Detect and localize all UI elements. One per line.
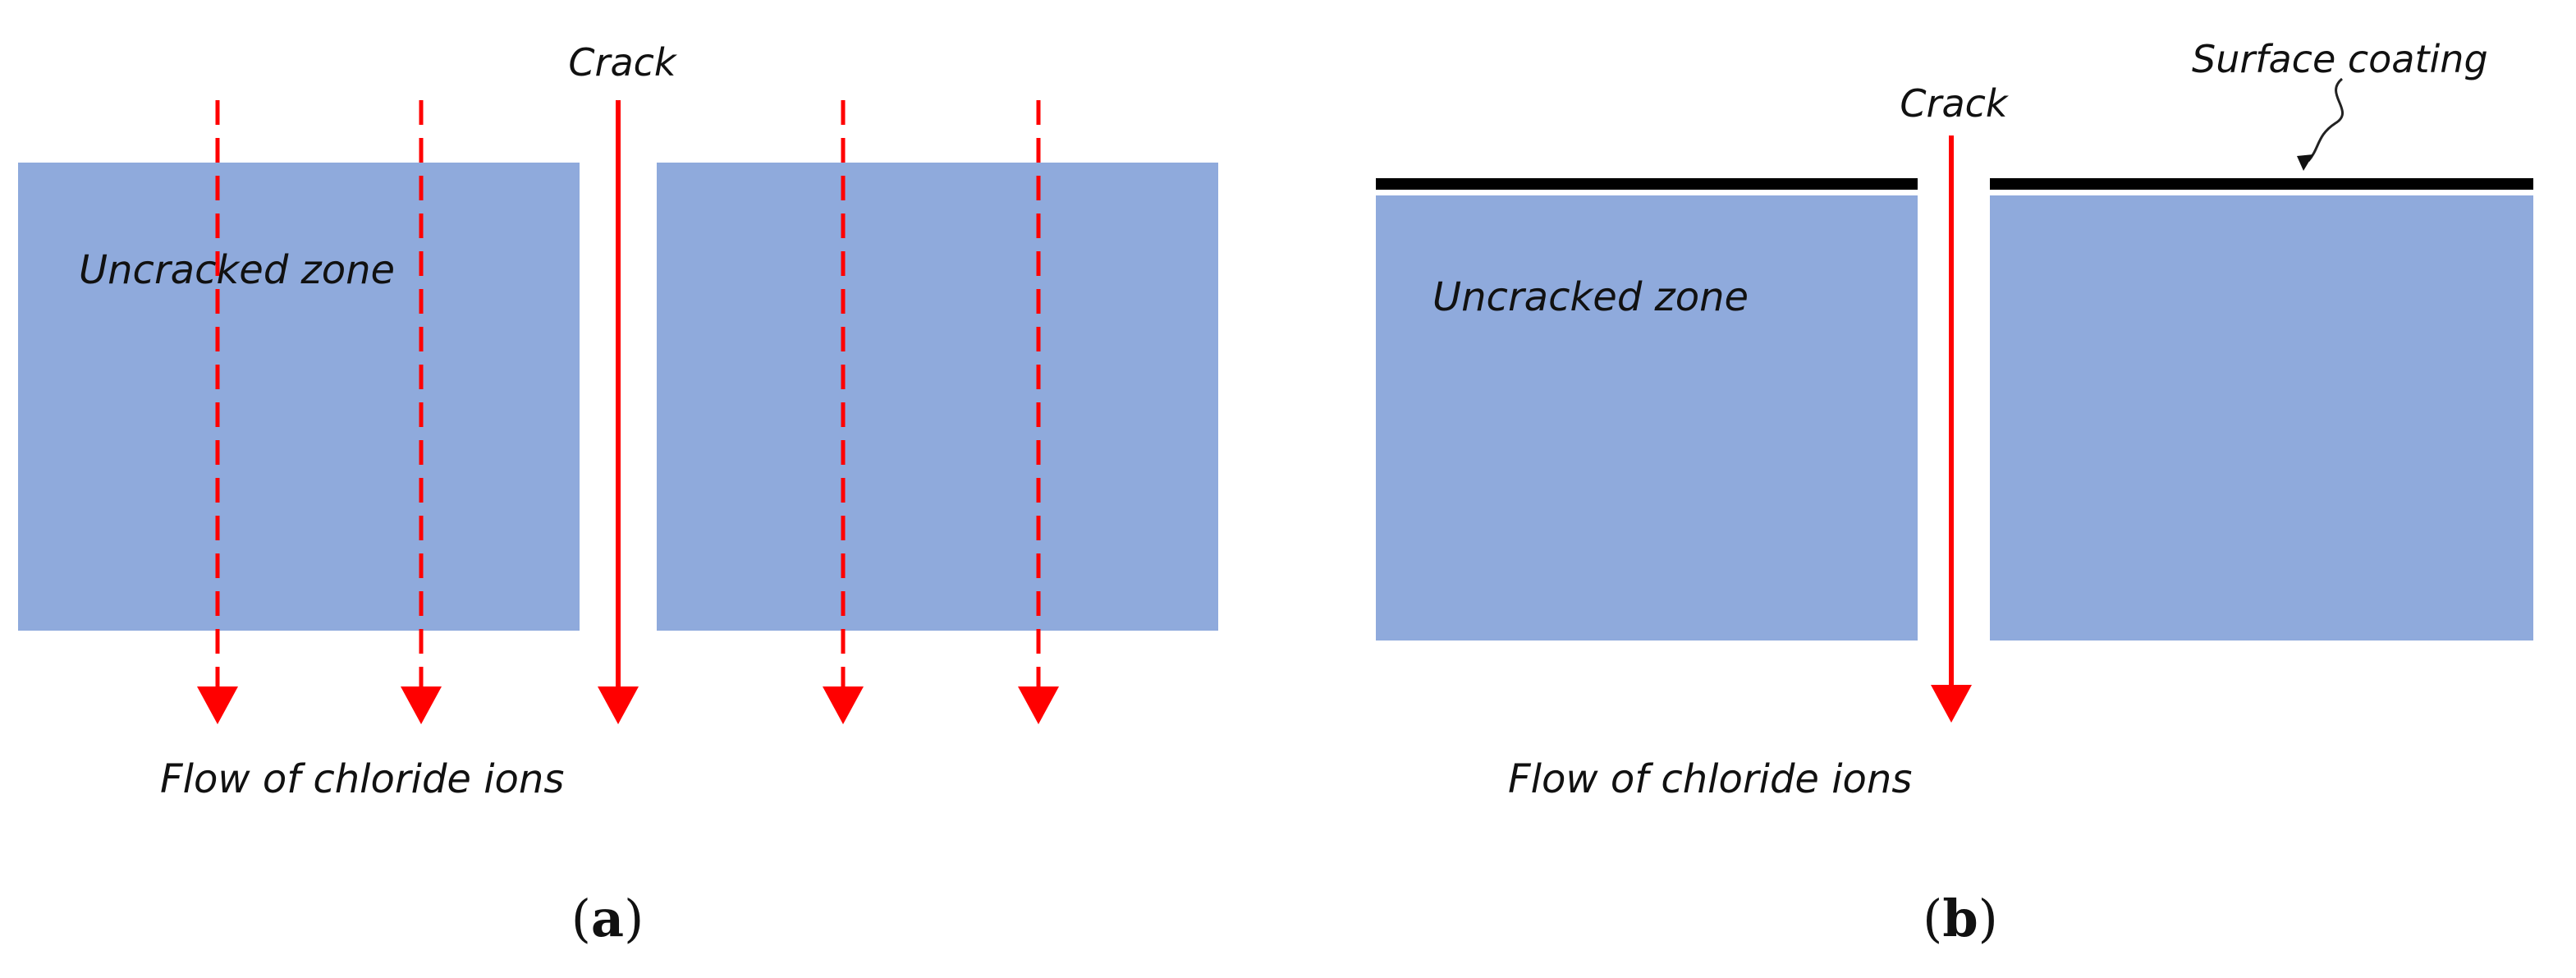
coating-pointer-arrow bbox=[2297, 77, 2345, 171]
diffusion-arrow bbox=[197, 100, 238, 724]
crack-flow-arrow bbox=[598, 100, 639, 724]
diffusion-arrow bbox=[823, 100, 864, 724]
panel-caption-b: (b) bbox=[1923, 888, 1998, 948]
crack-label: Crack bbox=[568, 40, 678, 85]
diffusion-arrow bbox=[401, 100, 442, 724]
panel-caption-a: (a) bbox=[571, 888, 644, 948]
panel-a: Crack Uncracked zone Flow of chloride io… bbox=[18, 40, 1218, 948]
uncracked-block-right bbox=[657, 163, 1218, 631]
crack-flow-arrow bbox=[1931, 135, 1972, 723]
surface-coating-label: Surface coating bbox=[2192, 37, 2488, 81]
uncracked-block-right bbox=[1990, 195, 2533, 641]
surface-coating-right bbox=[1990, 178, 2533, 190]
uncracked-zone-label: Uncracked zone bbox=[79, 247, 395, 293]
flow-label: Flow of chloride ions bbox=[160, 756, 564, 802]
diffusion-arrow bbox=[1018, 100, 1059, 724]
uncracked-block-left bbox=[18, 163, 580, 631]
uncracked-zone-label: Uncracked zone bbox=[1432, 274, 1749, 320]
surface-coating-left bbox=[1376, 178, 1918, 190]
flow-label: Flow of chloride ions bbox=[1508, 756, 1912, 802]
uncracked-block-left bbox=[1376, 195, 1918, 641]
crack-label: Crack bbox=[1900, 81, 2010, 126]
panel-b: Crack Surface coating Uncracked zone Flo… bbox=[1376, 37, 2533, 948]
